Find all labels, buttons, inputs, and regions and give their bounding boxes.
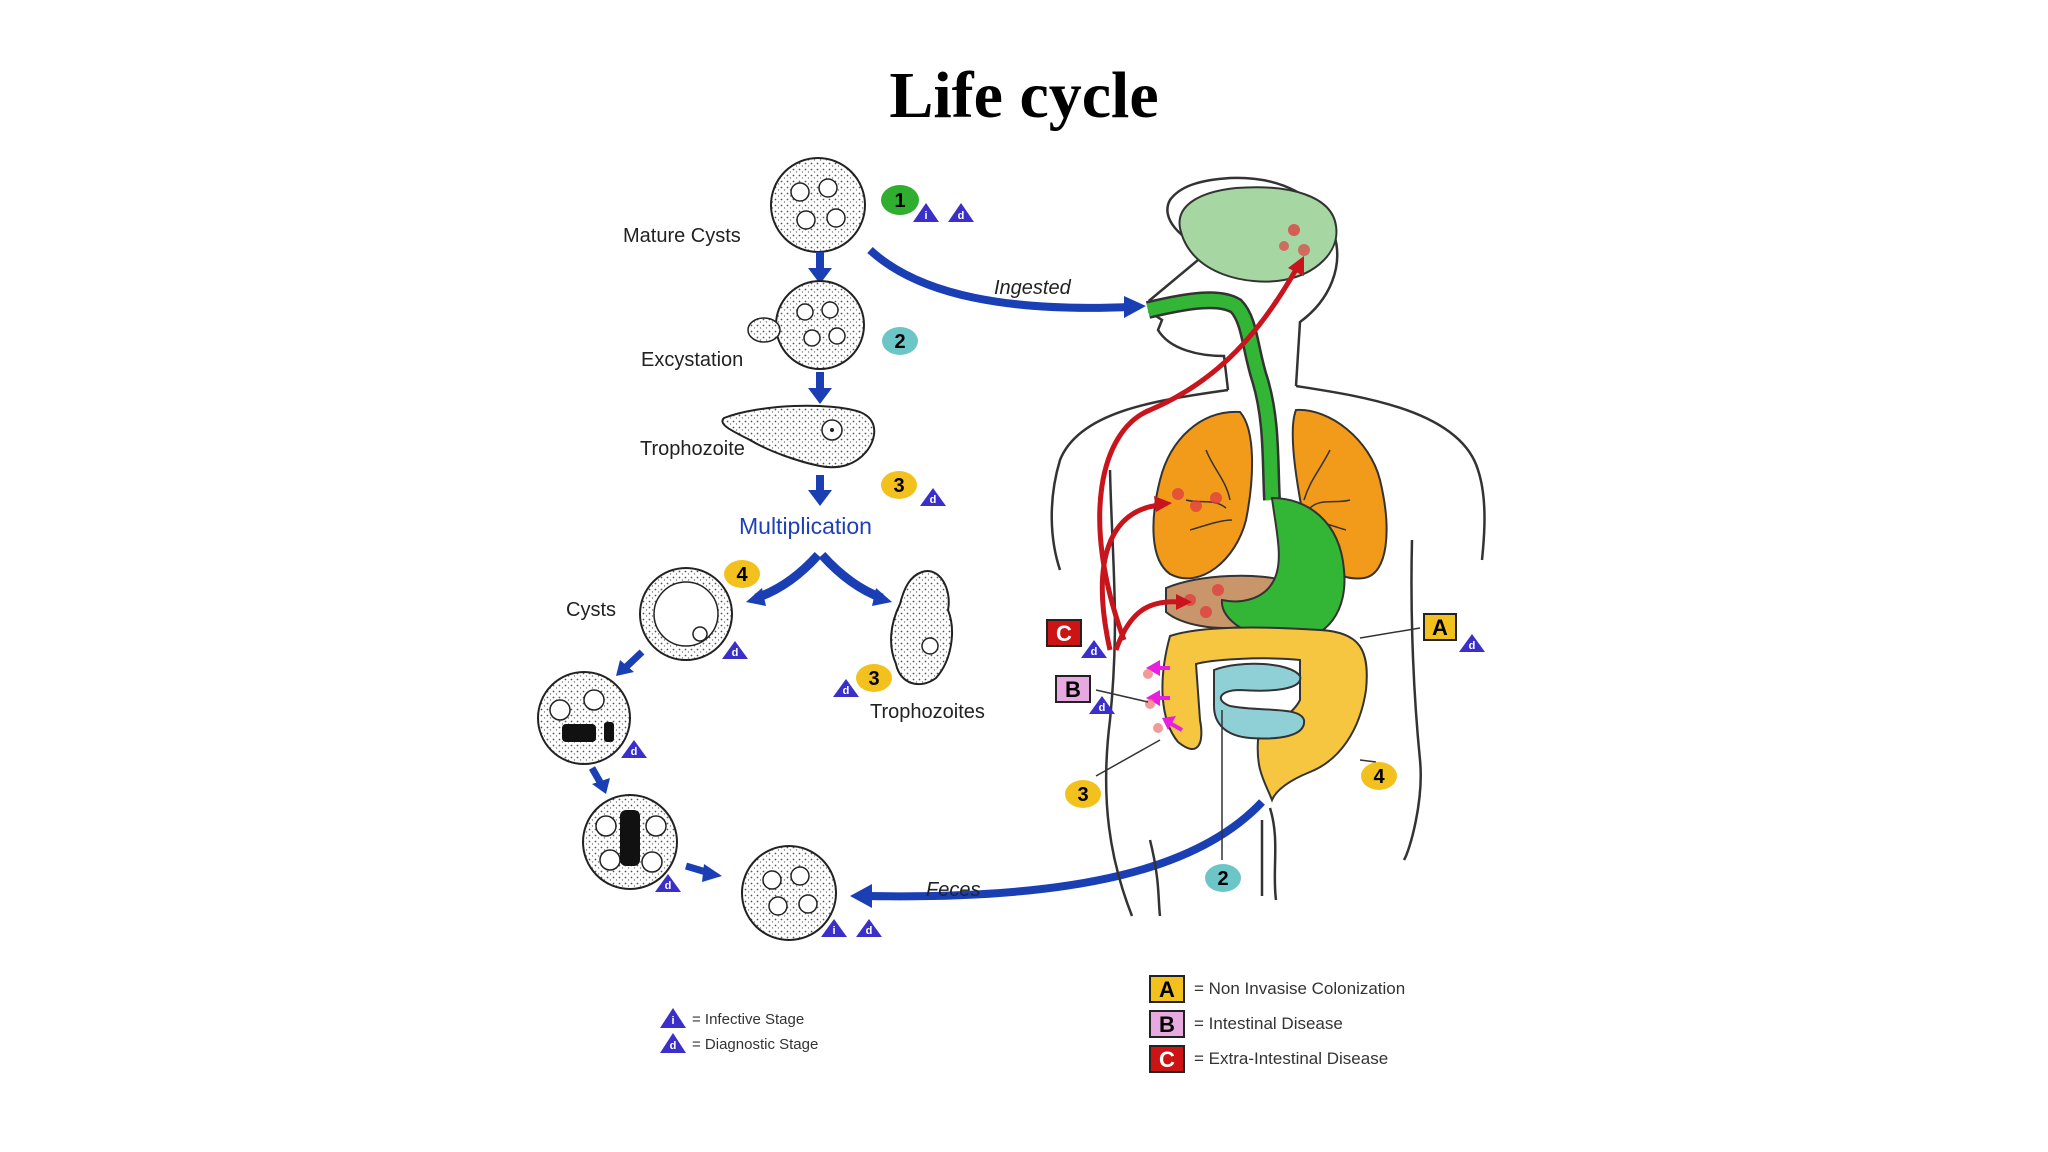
- label-trophozoite: Trophozoite: [640, 438, 745, 460]
- mature-cyst-illustration: [770, 157, 866, 253]
- svg-text:3: 3: [893, 475, 904, 497]
- badge-2: 2: [882, 327, 918, 355]
- box-a: A: [1423, 613, 1457, 641]
- arrow-down-icon: [808, 252, 832, 284]
- svg-text:d: d: [732, 647, 739, 659]
- legend-c-text: = Extra-Intestinal Disease: [1194, 1049, 1388, 1068]
- svg-text:i: i: [671, 1015, 674, 1027]
- legend-a-text: = Non Invasise Colonization: [1194, 979, 1405, 998]
- svg-text:2: 2: [1217, 868, 1228, 890]
- legend-infective-stage: = Infective Stage: [692, 1011, 804, 1028]
- diagnostic-triangle-icon: d: [1459, 634, 1485, 652]
- svg-text:d: d: [665, 880, 672, 892]
- pointer-lines: [1095, 627, 1421, 860]
- cyst-illustration: [582, 794, 678, 890]
- label-excystation: Excystation: [641, 349, 743, 371]
- trophozoite-illustration: [721, 404, 876, 469]
- svg-text:A: A: [1432, 615, 1448, 640]
- svg-text:d: d: [670, 1040, 677, 1052]
- infective-triangle-icon: i: [913, 203, 939, 222]
- diagnostic-triangle-icon: d: [920, 488, 946, 506]
- arrow-icon: [616, 649, 645, 676]
- badge-3: 3: [856, 664, 892, 692]
- arrow-icon: [684, 862, 722, 882]
- svg-text:d: d: [958, 210, 965, 222]
- mature-cyst-illustration: [741, 845, 837, 941]
- diagnostic-triangle-icon: d: [856, 919, 882, 937]
- trophozoites-illustration: [890, 570, 953, 686]
- svg-text:4: 4: [736, 564, 748, 586]
- cyst-illustration: [639, 567, 733, 661]
- label-multiplication: Multiplication: [739, 513, 872, 539]
- small-intestine: [1213, 662, 1306, 740]
- label-trophozoites: Trophozoites: [870, 701, 985, 723]
- feces-arrow: [850, 799, 1265, 908]
- diagnostic-triangle-icon: d: [1089, 696, 1115, 714]
- excystation-illustration: [747, 280, 865, 370]
- legend-disease: A = Non Invasise Colonization B = Intest…: [1149, 975, 1405, 1073]
- cyst-illustration: [537, 671, 631, 765]
- arrow-down-icon: [808, 372, 832, 404]
- svg-text:C: C: [1159, 1047, 1175, 1072]
- diagnostic-triangle-icon: d: [722, 641, 748, 659]
- svg-text:d: d: [1099, 702, 1106, 714]
- svg-text:d: d: [1091, 646, 1098, 658]
- legend-b-text: = Intestinal Disease: [1194, 1014, 1343, 1033]
- multiplication-fork-arrows: [746, 551, 892, 606]
- svg-text:d: d: [1469, 640, 1476, 652]
- badge-1: 1: [881, 185, 919, 215]
- diagnostic-triangle-icon: d: [1081, 640, 1107, 658]
- svg-text:A: A: [1159, 977, 1175, 1002]
- svg-text:4: 4: [1373, 766, 1385, 788]
- legend-diagnostic-stage: = Diagnostic Stage: [692, 1036, 818, 1053]
- arrow-down-icon: [808, 475, 832, 506]
- svg-text:B: B: [1065, 677, 1081, 702]
- diagnostic-triangle-icon: d: [655, 874, 681, 892]
- colon: [1161, 626, 1368, 803]
- svg-text:3: 3: [1077, 784, 1088, 806]
- diagnostic-triangle-icon: d: [833, 679, 859, 697]
- label-feces: Feces: [926, 879, 980, 901]
- badge-3: 3: [1065, 780, 1101, 808]
- svg-text:1: 1: [894, 190, 905, 212]
- svg-text:d: d: [843, 685, 850, 697]
- badge-4: 4: [724, 560, 760, 588]
- intestinal-invasion-arrows: [1143, 660, 1183, 733]
- extra-intestinal-spread-arrows: [1097, 256, 1304, 651]
- diagnostic-triangle-icon: d: [621, 740, 647, 758]
- svg-text:3: 3: [868, 668, 879, 690]
- label-mature-cysts: Mature Cysts: [623, 225, 741, 247]
- infective-triangle-icon: i: [821, 919, 847, 937]
- box-c: C: [1046, 619, 1082, 647]
- arrow-icon: [588, 766, 610, 794]
- ingested-arrow: [867, 247, 1146, 318]
- svg-text:d: d: [631, 746, 638, 758]
- label-ingested: Ingested: [994, 277, 1072, 299]
- box-b: B: [1055, 675, 1091, 703]
- badge-4: 4: [1361, 762, 1397, 790]
- label-cysts: Cysts: [566, 599, 616, 621]
- svg-text:C: C: [1056, 621, 1072, 646]
- svg-text:B: B: [1159, 1012, 1175, 1037]
- badge-3: 3: [881, 471, 917, 499]
- human-body-outline: [1050, 176, 1486, 917]
- svg-text:d: d: [930, 494, 937, 506]
- svg-text:d: d: [866, 925, 873, 937]
- esophagus: [1145, 291, 1281, 501]
- legend-stages: i = Infective Stage d = Diagnostic Stage: [660, 1008, 818, 1053]
- page-title: Life cycle: [889, 59, 1159, 132]
- brain: [1178, 186, 1338, 283]
- svg-text:i: i: [832, 925, 835, 937]
- svg-text:i: i: [924, 210, 927, 222]
- badge-2: 2: [1205, 864, 1241, 892]
- diagnostic-triangle-icon: d: [948, 203, 974, 222]
- svg-text:2: 2: [894, 331, 905, 353]
